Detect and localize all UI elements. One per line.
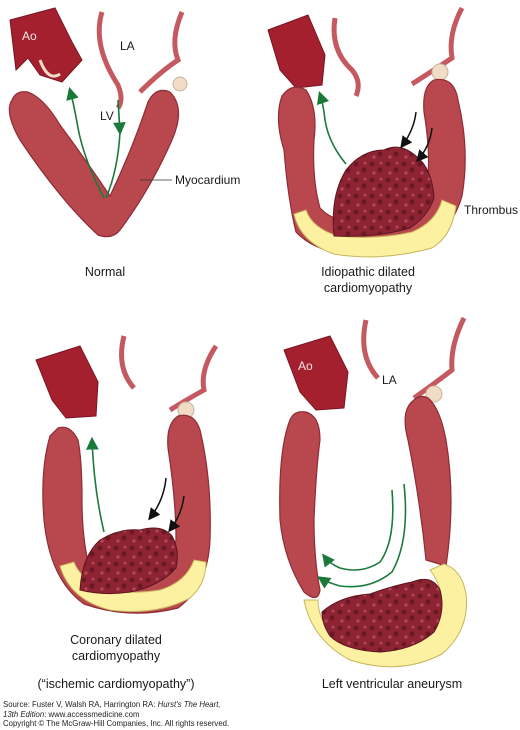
left-atrium-wall [168,344,219,413]
myocardium-wall [279,411,321,599]
inflow-arrow[interactable] [168,495,185,533]
aorta-shape [35,345,99,419]
caption-idiopathic-line1: Idiopathic dilated [321,265,415,279]
myocardium-wall [404,395,452,567]
label-myocardium: Myocardium [175,173,240,187]
panel-coronary-dcm: Coronary dilated cardiomyopathy (“ischem… [35,335,219,691]
thrombus-mass [332,146,435,237]
source-credit: Source: Fuster V, Walsh RA, Harrington R… [3,700,517,729]
left-atrium-wall [412,316,467,401]
label-la: LA [120,39,135,53]
left-atrium-wall [96,11,124,110]
aorta-shape [9,7,83,83]
caption-idiopathic-line2: cardiomyopathy [324,281,413,295]
label-thrombus: Thrombus [464,203,518,217]
label-la: LA [382,373,397,387]
inflow-arrow[interactable] [317,483,407,589]
thrombus-mass [321,578,443,653]
left-atrium-wall [119,335,136,390]
aortic-valve-leaflet [38,59,61,78]
credit-line-source: Source: Fuster V, Walsh RA, Harrington R… [3,700,221,709]
inflow-arrow[interactable] [113,99,126,136]
left-atrium-wall [361,319,380,380]
caption-coronary-note: (“ischemic cardiomyopathy”) [38,677,195,691]
mitral-annulus [172,76,188,92]
inflow-arrow[interactable] [322,489,394,571]
outflow-arrow[interactable] [66,86,105,199]
aorta-shape [283,335,349,411]
aorta-shape [267,14,326,89]
myocardium-wall [8,89,180,238]
credit-line-copyright: Copyright © The McGraw-Hill Companies, I… [3,719,230,729]
left-atrium-wall [410,6,465,87]
outflow-arrow[interactable] [316,90,347,165]
label-lv: LV [100,109,114,123]
mitral-annulus [425,385,443,403]
inflow-arrow[interactable] [148,477,167,521]
caption-coronary-line2: cardiomyopathy [72,649,161,663]
panel-normal: Ao LA LV Myocardium Normal [8,7,240,279]
credit-line-edition: 13th Edition: www.accessmedicine.com [3,709,140,719]
caption-coronary-line1: Coronary dilated [70,633,162,647]
inflow-arrow[interactable] [400,111,417,149]
caption-aneurysm: Left ventricular aneurysm [322,677,462,691]
caption-normal: Normal [85,265,125,279]
label-ao: Ao [298,359,313,373]
ventricle-flow-line [105,131,121,199]
panel-lv-aneurysm: Ao LA Left ventricular aneurysm [279,316,467,691]
panel-idiopathic-dcm: Thrombus Idiopathic dilated cardiomyopat… [267,6,518,295]
label-ao: Ao [22,29,37,43]
mitral-annulus [431,63,449,81]
left-atrium-wall [138,11,185,94]
thrombus-mass [79,527,178,595]
left-atrium-wall [331,17,361,97]
outflow-arrow[interactable] [85,436,105,533]
inflow-arrow[interactable] [416,127,433,163]
